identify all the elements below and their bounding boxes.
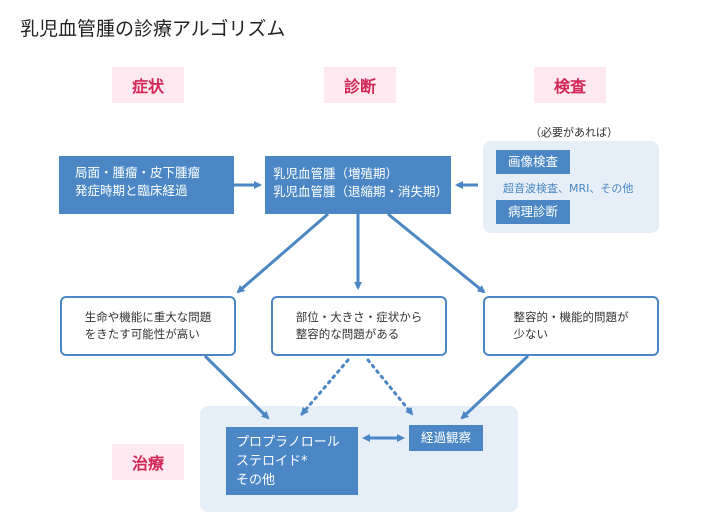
- assessment-cosmetic-line-2: 整容的な問題がある: [295, 327, 400, 341]
- assessment-severe-line-1: 生命や機能に重大な問題: [84, 310, 212, 324]
- dotted-arrow-cosmetic-to-treatment: [300, 358, 350, 416]
- diagnosis-line-2: 乳児血管腫（退縮期・消失期）: [273, 184, 449, 199]
- assessment-cosmetic: 部位・大きさ・症状から 整容的な問題がある: [271, 296, 447, 356]
- assessment-minor-line-1: 整容的・機能的問題が: [513, 310, 629, 324]
- observation-box: 経過観察: [409, 425, 483, 451]
- treatment-option-other: その他: [236, 473, 276, 488]
- diagnosis-box: 乳児血管腫（増殖期） 乳児血管腫（退縮期・消失期）: [265, 156, 451, 214]
- treatment-label: 治療: [112, 444, 184, 480]
- pathology-box: 病理診断: [496, 200, 570, 224]
- tests-note: （必要があれば）: [530, 126, 618, 139]
- assessment-minor: 整容的・機能的問題が 少ない: [483, 296, 659, 356]
- symptoms-header: 症状: [112, 67, 184, 103]
- diagnosis-header: 診断: [324, 67, 396, 103]
- arrow-severe-to-treatment: [203, 354, 270, 420]
- imaging-test-detail: 超音波検査、MRI、その他: [503, 182, 634, 195]
- tests-header: 検査: [534, 67, 606, 103]
- diagnosis-line-1: 乳児血管腫（増殖期）: [273, 166, 399, 181]
- treatment-options-box: プロプラノロール ステロイド* その他: [226, 427, 358, 495]
- arrow-diagnosis-to-minor: [387, 212, 486, 294]
- symptom-box: 局面・腫瘤・皮下腫瘤 発症時期と臨床経過: [59, 156, 234, 214]
- assessment-severe: 生命や機能に重大な問題 をきたす可能性が高い: [60, 296, 236, 356]
- imaging-test-box: 画像検査: [496, 150, 570, 174]
- assessment-cosmetic-line-1: 部位・大きさ・症状から: [295, 310, 423, 324]
- symptom-line-1: 局面・腫瘤・皮下腫瘤: [75, 165, 201, 180]
- symptom-line-2: 発症時期と臨床経過: [75, 183, 188, 198]
- treatment-option-steroid: ステロイド*: [236, 454, 308, 469]
- treatment-option-propranolol: プロプラノロール: [236, 435, 340, 450]
- arrow-diagnosis-to-severe: [236, 212, 329, 294]
- assessment-minor-line-2: 少ない: [513, 327, 549, 341]
- page-title: 乳児血管腫の診療アルゴリズム: [20, 18, 286, 40]
- dotted-arrow-cosmetic-to-observation: [366, 358, 414, 416]
- assessment-severe-line-2: をきたす可能性が高い: [84, 327, 200, 341]
- arrow-minor-to-observation: [460, 354, 530, 420]
